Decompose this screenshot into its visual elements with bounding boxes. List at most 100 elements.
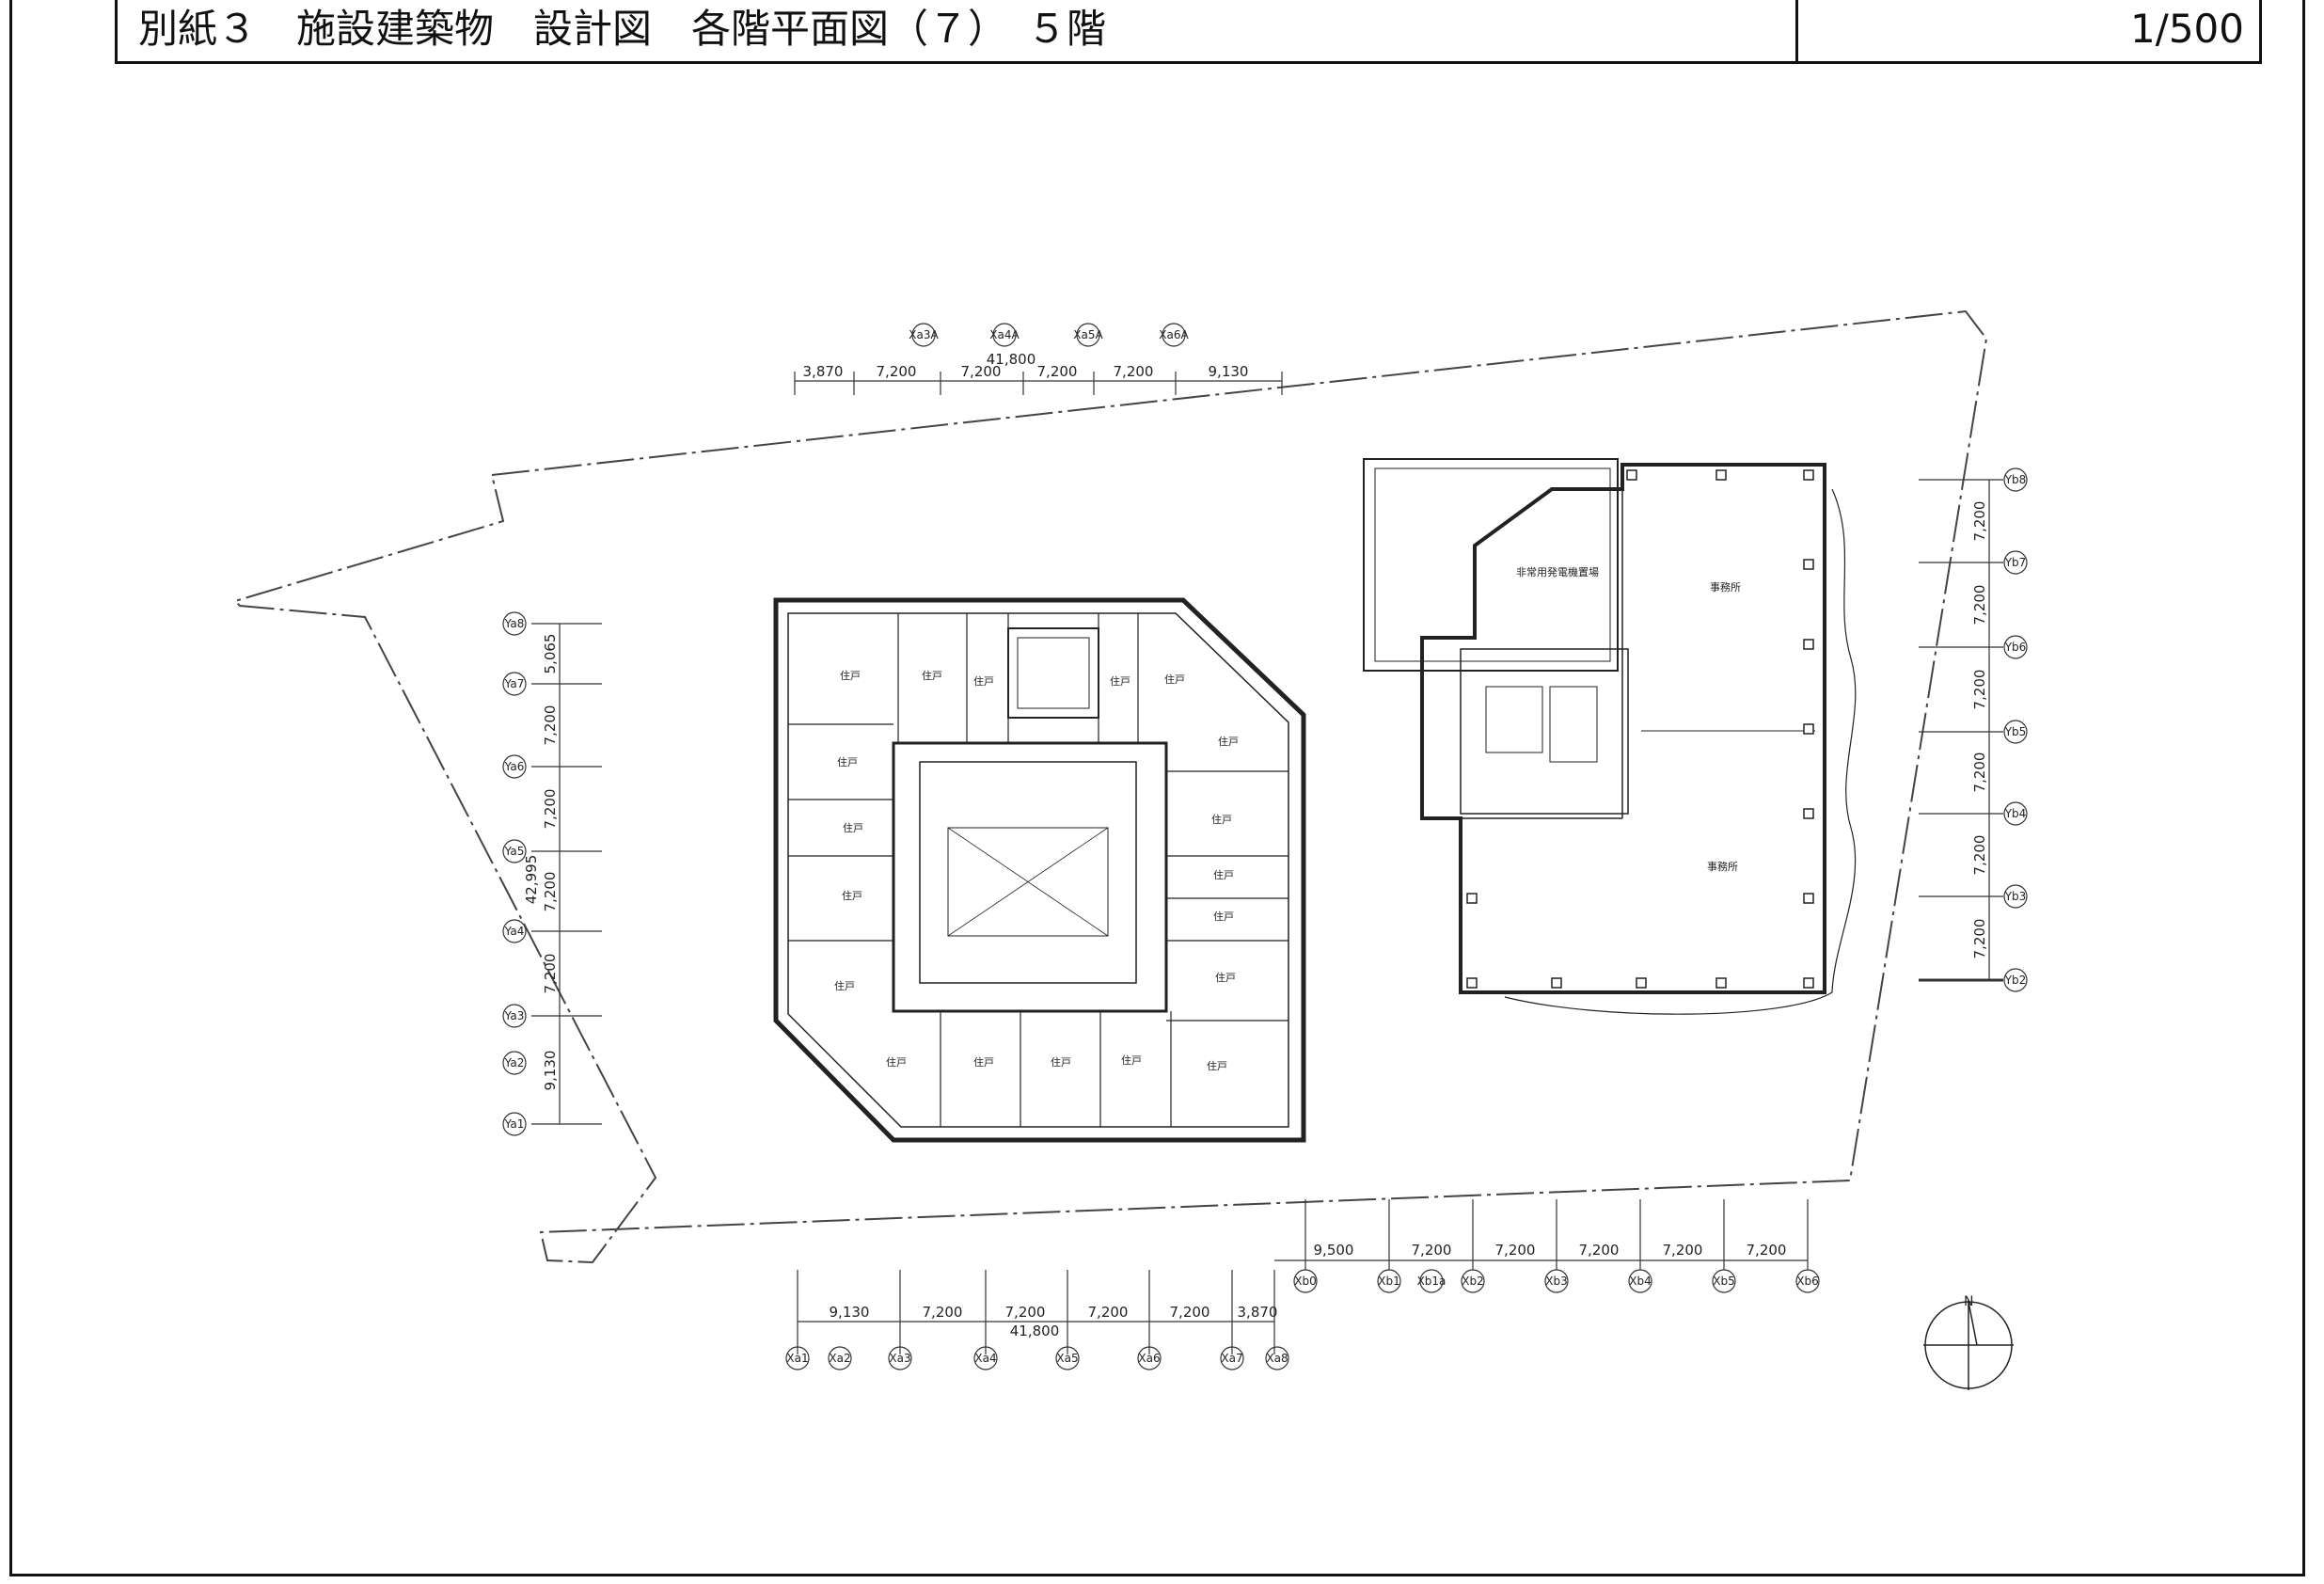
- bottom-dim-total: 41,800: [1010, 1323, 1060, 1339]
- top-dim-seg: 7,200: [1114, 363, 1154, 380]
- room-label-office: 事務所: [1710, 580, 1741, 594]
- axis-label: Ya8: [504, 617, 525, 630]
- axis-label: Ya2: [504, 1056, 525, 1069]
- top-dim-seg: 7,200: [961, 363, 1002, 380]
- xb-dim-seg: 9,500: [1314, 1242, 1354, 1259]
- axis-label: Xa4A: [989, 328, 1020, 341]
- bottom-dim-seg: 9,130: [830, 1304, 870, 1321]
- axis-label: Xa6A: [1159, 328, 1189, 341]
- top-dim-total: 41,800: [987, 351, 1036, 368]
- right-dim-seg: 7,200: [1971, 501, 1988, 542]
- roof-terrace: [1363, 458, 1619, 672]
- axis-label: Xb2: [1462, 1275, 1483, 1288]
- axis-label: Xb1: [1378, 1275, 1399, 1288]
- room-label-unit: 住戸: [1051, 1055, 1071, 1069]
- right-dim-seg: 7,200: [1971, 752, 1988, 793]
- room-label-unit: 住戸: [840, 669, 861, 682]
- bottom-dimension-chain: [797, 1270, 1275, 1354]
- room-label-unit: 住戸: [886, 1055, 907, 1069]
- axis-label: Ya3: [504, 1009, 525, 1022]
- tower-a-outer-wall: [773, 597, 1306, 1143]
- axis-label: Yb4: [2004, 807, 2027, 820]
- axis-label: Ya6: [504, 760, 525, 773]
- xb-dimension-chain: [1274, 1199, 1809, 1270]
- axis-label: Ya4: [504, 925, 525, 938]
- light-court: [1007, 627, 1099, 719]
- left-dim-seg: 7,200: [542, 705, 559, 746]
- room-label-generator: 非常用発電機置場: [1516, 565, 1599, 578]
- room-label-unit: 住戸: [1211, 813, 1232, 826]
- tower-a: [773, 597, 1306, 1143]
- room-label-unit: 住戸: [1213, 868, 1234, 881]
- tower-b-room-labels: 非常用発電機置場 事務所 事務所: [1516, 565, 1741, 873]
- right-dim-seg: 7,200: [1971, 670, 1988, 710]
- axis-label: Xb5: [1713, 1275, 1734, 1288]
- core-b: [1460, 648, 1629, 815]
- north-arrow-icon: [1923, 1300, 2014, 1390]
- right-dim-seg: 7,200: [1971, 835, 1988, 876]
- bottom-dim-seg: 3,870: [1238, 1304, 1278, 1321]
- office-building-outline: [1420, 463, 1826, 994]
- axis-label: Xb0: [1294, 1275, 1316, 1288]
- elevator-hall: [947, 827, 1109, 937]
- left-dim-seg: 7,200: [542, 872, 559, 912]
- left-dim-total: 42,995: [523, 855, 540, 905]
- bottom-dim-seg: 7,200: [1170, 1304, 1210, 1321]
- left-dimension-chain: [531, 623, 602, 1125]
- axis-label: Ya5: [504, 845, 525, 858]
- axis-label: Xa8: [1266, 1352, 1288, 1365]
- right-dim-seg: 7,200: [1971, 919, 1988, 959]
- room-label-unit: 住戸: [1218, 735, 1239, 748]
- left-dim-seg: 7,200: [542, 954, 559, 994]
- tower-a-room-labels: 住戸 住戸 住戸 住戸 住戸 住戸 住戸 住戸 住戸 住戸 住戸 住戸 住戸 住…: [834, 669, 1239, 1072]
- axis-label: Xa6: [1138, 1352, 1160, 1365]
- site-boundary: [233, 309, 1988, 1264]
- partition-lines: [788, 613, 1288, 1127]
- left-dim-seg: 7,200: [542, 789, 559, 830]
- sheet-scale: 1/500: [1795, 0, 2262, 64]
- bottom-dim-seg: 7,200: [1088, 1304, 1129, 1321]
- room-label-unit: 住戸: [1121, 1053, 1142, 1067]
- tower-b: [1363, 458, 1857, 1015]
- axis-label: Xa5A: [1073, 328, 1103, 341]
- xb-dim-seg: 7,200: [1747, 1242, 1787, 1259]
- top-dim-seg: 9,130: [1209, 363, 1249, 380]
- axis-label: Yb2: [2004, 974, 2027, 987]
- bottom-dim-seg: 7,200: [923, 1304, 963, 1321]
- top-axis-bubbles: [911, 323, 1186, 347]
- axis-label: Xa3: [889, 1352, 910, 1365]
- room-label-unit: 住戸: [834, 979, 855, 992]
- top-dim-seg: 3,870: [803, 363, 844, 380]
- bottom-axis-bubbles: [785, 1346, 1289, 1370]
- xb-dim-seg: 7,200: [1663, 1242, 1703, 1259]
- top-dim-seg: 7,200: [877, 363, 917, 380]
- room-label-unit: 住戸: [837, 755, 858, 768]
- left-axis-bubbles: [502, 611, 527, 1136]
- room-label-unit: 住戸: [843, 821, 863, 834]
- left-dim-seg: 5,065: [542, 634, 559, 674]
- axis-label: Yb8: [2004, 473, 2027, 486]
- left-dim-seg: 9,130: [542, 1051, 559, 1091]
- room-label-unit: 住戸: [1207, 1059, 1227, 1072]
- room-label-unit: 住戸: [973, 1055, 994, 1069]
- axis-label: Xa3A: [909, 328, 939, 341]
- xb-dim-seg: 7,200: [1495, 1242, 1536, 1259]
- axis-label: Xb3: [1545, 1275, 1567, 1288]
- axis-label: Xa1: [786, 1352, 808, 1365]
- core-zone: [892, 741, 1168, 1013]
- right-dimension-chain: [1919, 479, 2003, 982]
- axis-label: Xb6: [1796, 1275, 1818, 1288]
- axis-label: Xa7: [1221, 1352, 1242, 1365]
- room-label-unit: 住戸: [1110, 674, 1130, 688]
- room-label-unit: 住戸: [1215, 971, 1236, 984]
- sheet-title: 別紙３ 施設建築物 設計図 各階平面図（７） ５階: [115, 0, 1798, 64]
- axis-label: Yb7: [2004, 556, 2027, 569]
- drawing-border: [9, 0, 2305, 1576]
- column-markers: [1466, 469, 1814, 989]
- room-label-unit: 住戸: [842, 889, 862, 902]
- axis-label: Xb1a: [1417, 1275, 1447, 1288]
- room-label-unit: 住戸: [1213, 910, 1234, 923]
- xb-dim-seg: 7,200: [1412, 1242, 1452, 1259]
- axis-label: Xa5: [1056, 1352, 1078, 1365]
